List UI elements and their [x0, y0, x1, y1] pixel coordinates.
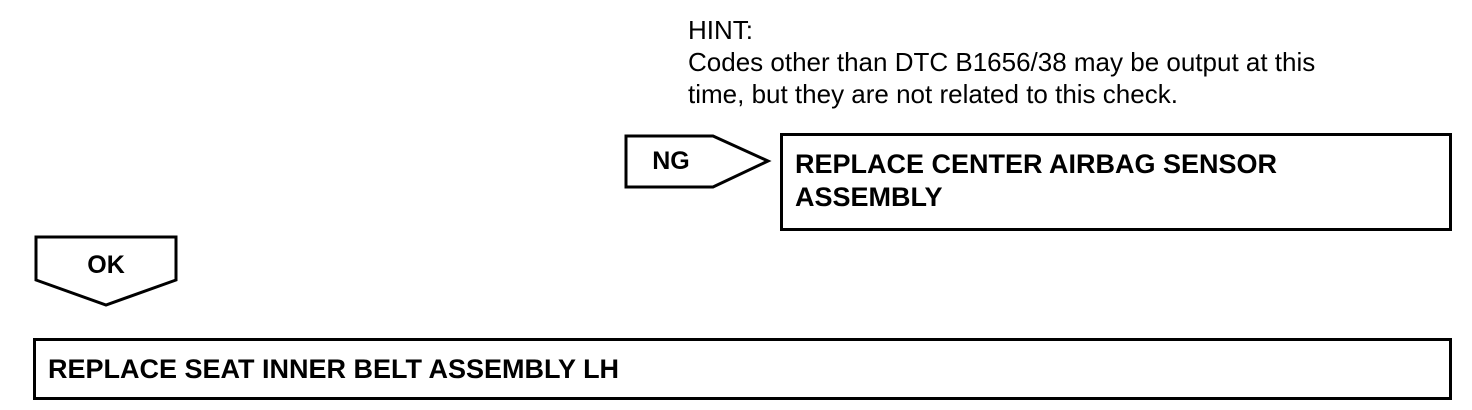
ng-label: NG — [652, 147, 690, 175]
hint-title: HINT: — [688, 15, 753, 45]
ng-arrow-shape — [624, 134, 772, 189]
ok-arrow-shape — [34, 235, 178, 307]
ng-action-box: REPLACE CENTER AIRBAG SENSOR ASSEMBLY — [780, 133, 1452, 231]
ok-action-text: REPLACE SEAT INNER BELT ASSEMBLY LH — [48, 354, 620, 384]
ok-action-box: REPLACE SEAT INNER BELT ASSEMBLY LH — [33, 338, 1452, 400]
hint-line-1: Codes other than DTC B1656/38 may be out… — [688, 47, 1316, 77]
ng-action-line-2: ASSEMBLY — [795, 182, 943, 212]
hint-block: HINT: Codes other than DTC B1656/38 may … — [688, 14, 1448, 110]
hint-line-2: time, but they are not related to this c… — [688, 79, 1178, 109]
ok-label: OK — [87, 251, 125, 279]
ng-action-line-1: REPLACE CENTER AIRBAG SENSOR — [795, 149, 1278, 179]
